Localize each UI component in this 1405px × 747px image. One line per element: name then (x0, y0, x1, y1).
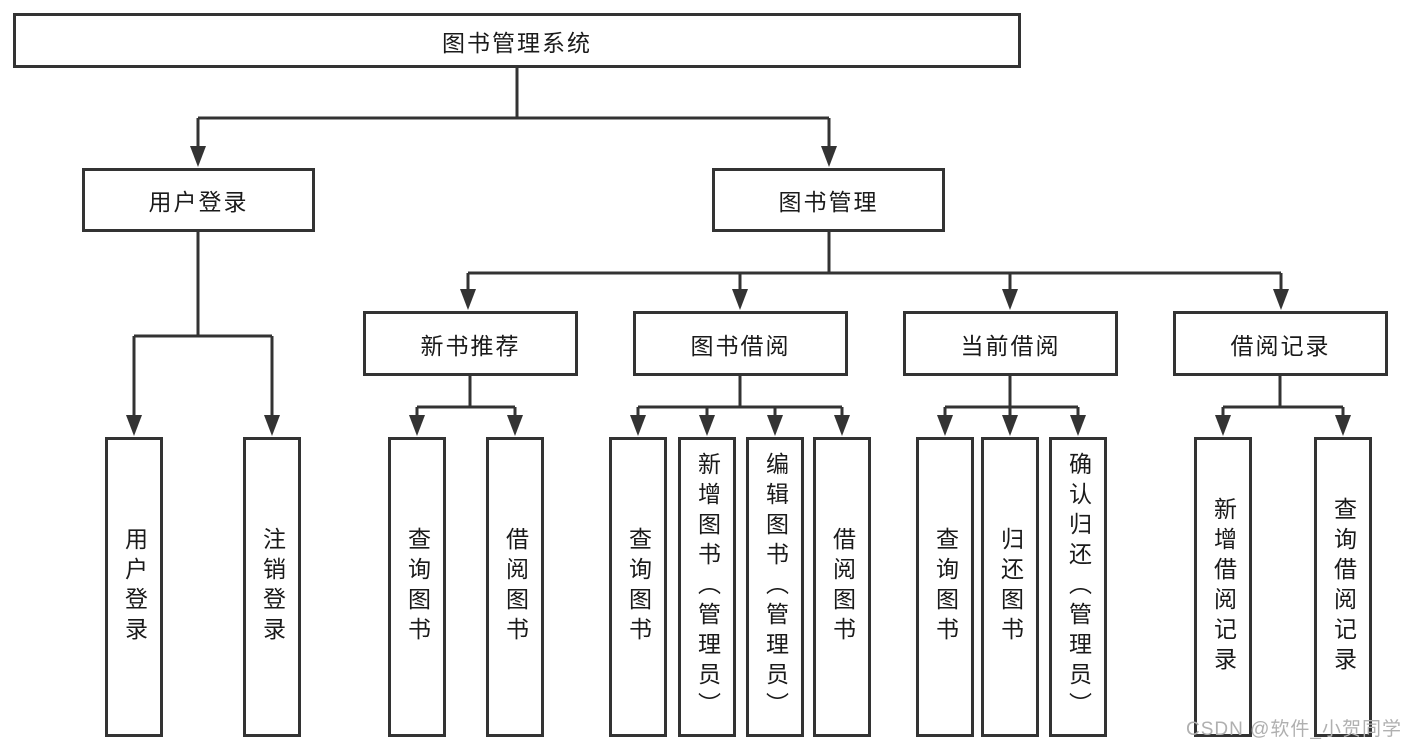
node-label: 图书借阅 (690, 332, 791, 359)
node-label: 借阅记录 (1230, 332, 1331, 359)
leaf-edit-book-admin: 编辑图书（管理员） (746, 437, 804, 737)
leaf-label: 归还图书 (997, 527, 1024, 647)
leaf-borrow-books-recommend: 借阅图书 (486, 437, 544, 737)
leaf-label: 查询图书 (932, 527, 959, 647)
leaf-confirm-return-admin: 确认归还（管理员） (1049, 437, 1107, 737)
leaf-return-book: 归还图书 (981, 437, 1039, 737)
leaf-query-books-recommend: 查询图书 (388, 437, 446, 737)
leaf-query-borrow-record: 查询借阅记录 (1314, 437, 1372, 737)
leaf-label: 查询借阅记录 (1330, 497, 1357, 677)
leaf-label: 新增借阅记录 (1210, 497, 1237, 677)
node-current-borrow: 当前借阅 (903, 311, 1118, 376)
node-new-book-recommend: 新书推荐 (363, 311, 578, 376)
leaf-borrow-books: 借阅图书 (813, 437, 871, 737)
node-borrow-records: 借阅记录 (1173, 311, 1388, 376)
leaf-logout: 注销登录 (243, 437, 301, 737)
leaf-label: 查询图书 (625, 527, 652, 647)
leaf-label: 注销登录 (259, 527, 286, 647)
node-label: 图书管理系统 (442, 29, 592, 56)
leaf-label: 新增图书（管理员） (694, 452, 721, 722)
leaf-add-book-admin: 新增图书（管理员） (678, 437, 736, 737)
leaf-label: 用户登录 (121, 527, 148, 647)
leaf-add-borrow-record: 新增借阅记录 (1194, 437, 1252, 737)
leaf-user-login: 用户登录 (105, 437, 163, 737)
node-label: 用户登录 (148, 189, 249, 215)
node-label: 当前借阅 (960, 332, 1061, 359)
node-book-management: 图书管理 (712, 168, 945, 232)
leaf-query-books-borrow: 查询图书 (609, 437, 667, 737)
csdn-watermark: CSDN @软件_小贺同学 (1186, 719, 1402, 740)
leaf-label: 借阅图书 (502, 527, 529, 647)
leaf-label: 确认归还（管理员） (1065, 452, 1092, 722)
node-user-login: 用户登录 (82, 168, 315, 232)
leaf-label: 查询图书 (404, 527, 431, 647)
node-label: 图书管理 (778, 189, 879, 215)
node-label: 新书推荐 (420, 332, 521, 359)
leaf-label: 编辑图书（管理员） (762, 452, 789, 722)
leaf-label: 借阅图书 (829, 527, 856, 647)
node-book-borrow: 图书借阅 (633, 311, 848, 376)
leaf-query-books-current: 查询图书 (916, 437, 974, 737)
node-root: 图书管理系统 (13, 13, 1021, 68)
